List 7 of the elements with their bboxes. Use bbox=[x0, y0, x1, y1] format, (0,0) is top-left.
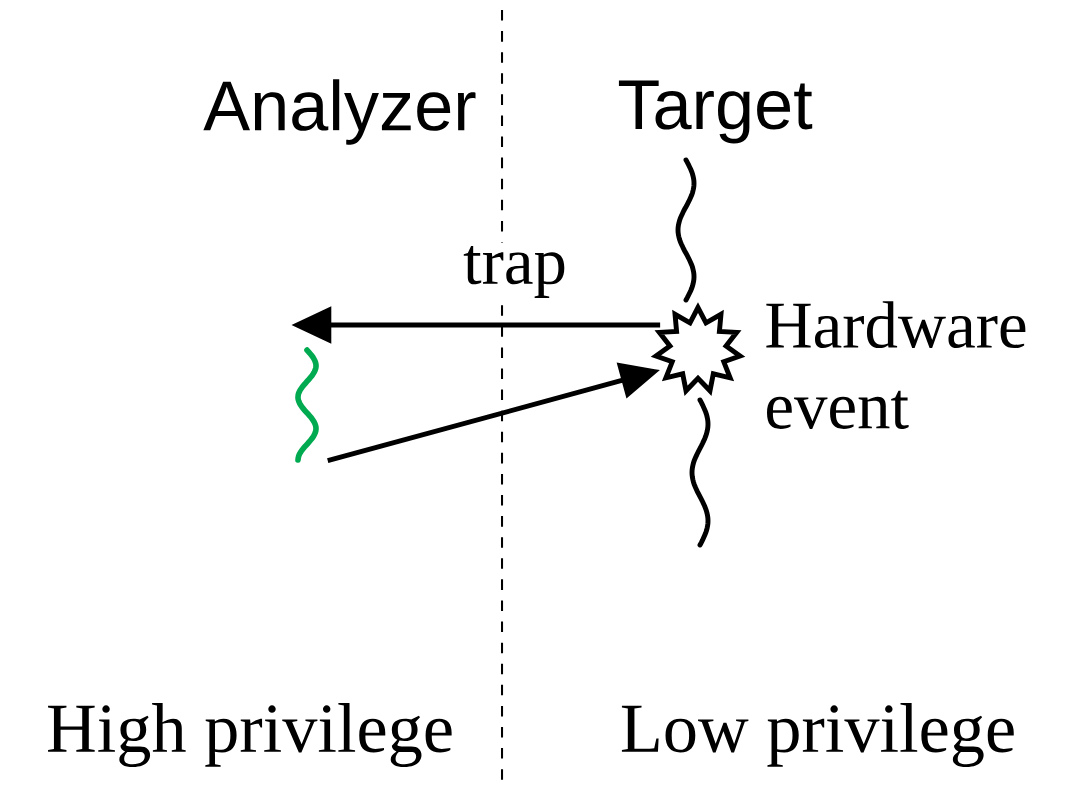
region-label: High privilege bbox=[48, 703, 452, 767]
caption-text: Hardware event bbox=[766, 301, 1026, 429]
column-heading: Analyzer bbox=[203, 79, 476, 145]
edge-label: trap bbox=[463, 246, 565, 298]
column-heading: Target bbox=[618, 80, 813, 144]
region-label: Low privilege bbox=[621, 703, 1014, 767]
thread-wave bbox=[295, 347, 319, 463]
